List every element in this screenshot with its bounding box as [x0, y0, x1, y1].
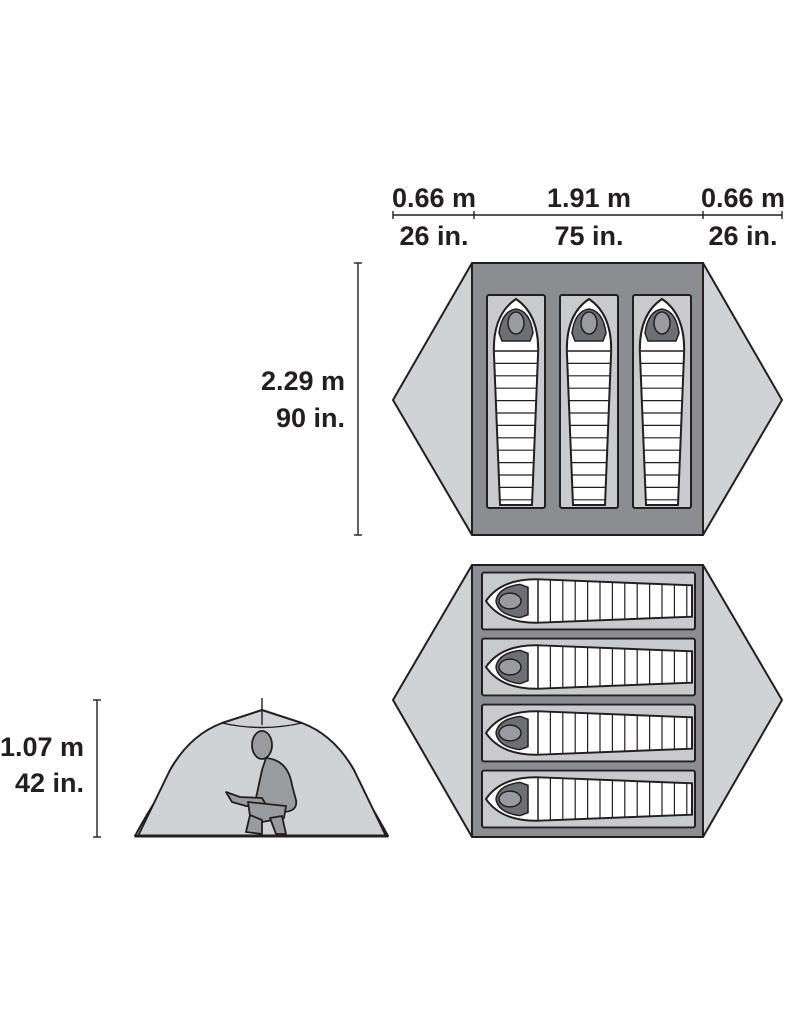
length-dimension: 2.29 m 90 in.: [261, 262, 362, 536]
sleeper: [481, 571, 696, 631]
left-vestibule-imperial: 26 in.: [399, 221, 468, 251]
sleeper-head: [498, 724, 522, 742]
sleeper-head: [498, 592, 522, 610]
height-metric: 1.07 m: [0, 732, 84, 762]
sleeper: [559, 294, 619, 509]
length-metric: 2.29 m: [261, 366, 345, 396]
sleeper-head: [498, 790, 522, 808]
sleeper-head: [507, 311, 525, 335]
right-vestibule-imperial: 26 in.: [708, 221, 777, 251]
head: [251, 730, 273, 760]
ridge: [221, 722, 303, 729]
height-dimension: 1.07 m 42 in.: [0, 699, 101, 838]
right-vestibule-metric: 0.66 m: [701, 183, 785, 213]
sleeper: [486, 294, 546, 509]
floor-width-imperial: 75 in.: [554, 221, 623, 251]
tent-top-view-four-person: [392, 564, 783, 838]
height-imperial: 42 in.: [15, 768, 84, 798]
sleeper: [481, 637, 696, 697]
left-vestibule-metric: 0.66 m: [392, 183, 476, 213]
sleeper-head: [580, 311, 598, 335]
crouching-person-figure: [225, 730, 298, 835]
sleeper-head: [653, 311, 671, 335]
width-dimension: 0.66 m 26 in. 1.91 m 75 in. 0.66 m 26 in…: [392, 183, 785, 251]
legs: [245, 814, 287, 835]
sleeper-head: [498, 658, 522, 676]
tent-top-view-three-person: [392, 262, 783, 536]
length-imperial: 90 in.: [276, 403, 345, 433]
sleeper: [632, 294, 692, 509]
floor-width-metric: 1.91 m: [547, 183, 631, 213]
tent-side-view: [134, 698, 389, 838]
sleeper: [481, 769, 696, 829]
sleeper: [481, 703, 696, 763]
